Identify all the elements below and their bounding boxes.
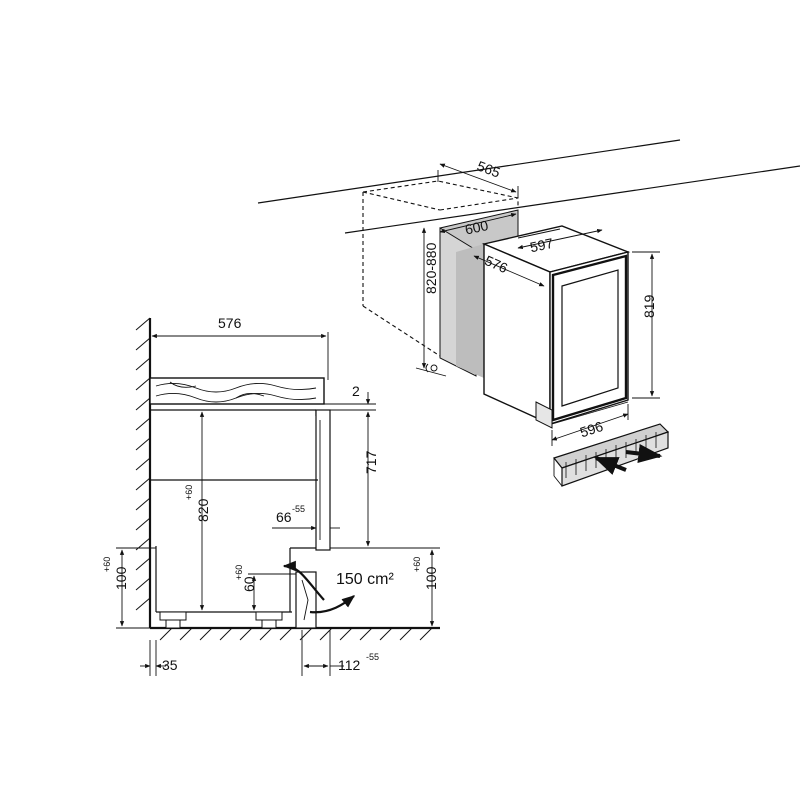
dim-565-label: 565	[475, 158, 503, 181]
dim-100-right-tolerance: +60	[412, 557, 422, 572]
dim-66-label: 66	[276, 509, 292, 525]
airflow-out-arrow-side	[282, 560, 325, 601]
vent-grille	[552, 423, 670, 487]
dim-600: 600	[439, 213, 517, 238]
dim-2-label: 2	[352, 383, 360, 399]
dim-820-880: 820-880	[415, 227, 447, 377]
dim-112-tolerance: -55	[366, 652, 379, 662]
dim-565: 565	[437, 158, 519, 198]
airflow-out-arrow	[625, 443, 663, 464]
floor-hatch	[159, 627, 433, 641]
appliance-3d	[481, 225, 631, 429]
airflow-in-arrow	[593, 456, 627, 475]
dim-597-label: 597	[528, 235, 554, 256]
dim-576-side: 576	[151, 315, 329, 380]
dim-100-right: 100 +60	[412, 549, 439, 627]
dim-576-side-label: 576	[218, 315, 242, 331]
niche-outline	[362, 180, 519, 357]
dim-600-label: 600	[463, 217, 489, 238]
side-section: 576 2 717 820 +60 66 -55	[102, 315, 440, 676]
dim-820: 820 +60	[184, 411, 211, 611]
dim-596-label: 596	[578, 418, 605, 441]
dim-820-label: 820	[195, 498, 211, 522]
dim-60: 60 +60	[234, 565, 296, 611]
niche-inner-shade	[456, 244, 484, 378]
dim-66-tolerance: -55	[292, 504, 305, 514]
dim-819: 819	[632, 251, 660, 399]
dim-100-left: 100 +60	[102, 547, 156, 629]
dim-820-tolerance: +60	[184, 485, 194, 500]
worktop	[149, 377, 330, 411]
dim-596: 596	[551, 404, 629, 446]
dim-100-right-label: 100	[423, 566, 439, 590]
dim-819-label: 819	[641, 294, 657, 318]
dim-597: 597	[517, 228, 603, 256]
dim-100-left-tolerance: +60	[102, 557, 112, 572]
appliance-side	[150, 409, 331, 629]
dim-35-label: 35	[162, 657, 178, 673]
wall-hatch	[135, 317, 151, 611]
dim-100-left-label: 100	[113, 566, 129, 590]
dim-66: 66 -55	[272, 504, 340, 531]
airflow-in-arrow-side	[309, 595, 356, 614]
dim-60-label: 60	[241, 576, 257, 592]
vent-area-label: 150 cm²	[336, 571, 394, 588]
dim-717: 717	[330, 411, 440, 549]
dim-35: 35	[140, 640, 178, 676]
dim-60-tolerance: +60	[234, 565, 244, 580]
dim-112: 112 -55	[301, 630, 379, 676]
dim-820-880-label: 820-880	[423, 242, 439, 294]
dim-112-label: 112	[338, 657, 361, 673]
perspective-view: 565 600 597 576 820-880	[257, 139, 800, 487]
dim-2: 2	[324, 383, 376, 411]
dim-717-label: 717	[363, 450, 379, 474]
